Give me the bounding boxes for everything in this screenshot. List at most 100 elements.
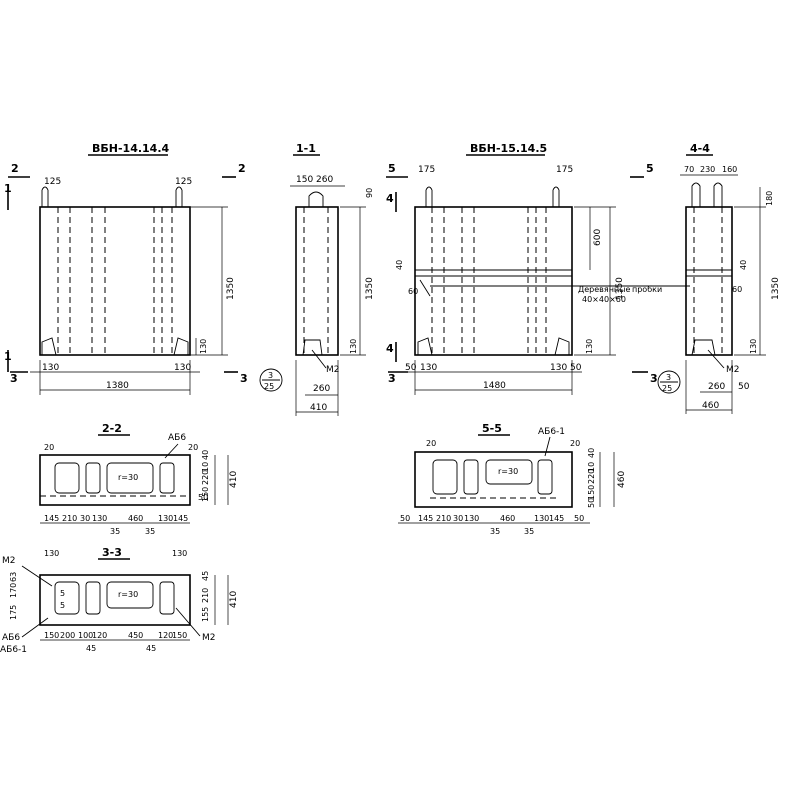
view-vbn-15-front: ВБН-15.14.5 175 175 5 5 4 4 3 3 600 bbox=[386, 142, 690, 395]
svg-text:230: 230 bbox=[700, 165, 715, 174]
svg-text:50: 50 bbox=[587, 498, 596, 508]
svg-text:45: 45 bbox=[86, 644, 96, 653]
svg-text:60: 60 bbox=[408, 287, 418, 296]
svg-text:20: 20 bbox=[570, 439, 580, 448]
svg-text:100: 100 bbox=[78, 631, 93, 640]
svg-text:40: 40 bbox=[739, 260, 748, 270]
svg-text:25: 25 bbox=[662, 384, 672, 393]
svg-text:20: 20 bbox=[188, 443, 198, 452]
svg-text:120: 120 bbox=[158, 631, 173, 640]
svg-text:130: 130 bbox=[464, 514, 479, 523]
svg-text:460: 460 bbox=[500, 514, 515, 523]
svg-text:220: 220 bbox=[587, 469, 596, 484]
svg-text:5-5: 5-5 bbox=[482, 422, 502, 435]
svg-text:150: 150 bbox=[201, 487, 210, 502]
svg-text:М2: М2 bbox=[726, 365, 740, 375]
svg-text:130: 130 bbox=[158, 514, 173, 523]
svg-text:50: 50 bbox=[574, 514, 584, 523]
svg-text:210: 210 bbox=[62, 514, 77, 523]
svg-text:1350: 1350 bbox=[771, 277, 781, 300]
svg-text:170: 170 bbox=[9, 583, 18, 598]
svg-text:АБ6-1: АБ6-1 bbox=[538, 427, 565, 437]
svg-text:5: 5 bbox=[646, 162, 654, 175]
svg-text:70: 70 bbox=[684, 165, 694, 174]
svg-text:35: 35 bbox=[490, 527, 500, 536]
svg-text:260: 260 bbox=[708, 382, 725, 392]
svg-text:М2: М2 bbox=[326, 365, 340, 375]
svg-text:130: 130 bbox=[420, 363, 437, 373]
svg-text:40×40×60: 40×40×60 bbox=[582, 295, 626, 304]
svg-text:r=30: r=30 bbox=[498, 467, 518, 476]
svg-text:1-1: 1-1 bbox=[296, 142, 316, 155]
svg-text:1380: 1380 bbox=[106, 381, 129, 391]
svg-text:130: 130 bbox=[42, 363, 59, 373]
svg-text:3: 3 bbox=[388, 372, 396, 385]
svg-text:155: 155 bbox=[201, 607, 210, 622]
svg-text:210: 210 bbox=[201, 588, 210, 603]
svg-text:4: 4 bbox=[386, 342, 394, 355]
section-3-3: 3-3 r=30 5 5 М2 М2 АБ6 АБ6-1 130 130 175… bbox=[0, 546, 239, 655]
svg-text:25: 25 bbox=[264, 382, 274, 391]
svg-text:5: 5 bbox=[388, 162, 396, 175]
svg-text:410: 410 bbox=[229, 591, 239, 608]
svg-text:10: 10 bbox=[201, 462, 210, 472]
svg-text:10: 10 bbox=[587, 462, 596, 472]
svg-text:r=30: r=30 bbox=[118, 473, 138, 482]
svg-text:50: 50 bbox=[400, 514, 410, 523]
svg-text:130: 130 bbox=[199, 339, 208, 354]
svg-text:М2: М2 bbox=[2, 556, 16, 566]
svg-text:175: 175 bbox=[418, 165, 435, 175]
block-outline bbox=[39, 206, 191, 356]
svg-text:130: 130 bbox=[749, 339, 758, 354]
svg-text:1350: 1350 bbox=[365, 277, 375, 300]
svg-text:460: 460 bbox=[128, 514, 143, 523]
svg-text:АБ6-1: АБ6-1 bbox=[0, 645, 27, 655]
view-vbn-14-front: ВБН-14.14.4 125 125 2 2 1 1 3 3 1350 bbox=[4, 142, 248, 395]
svg-text:120: 120 bbox=[92, 631, 107, 640]
svg-text:130: 130 bbox=[349, 339, 358, 354]
svg-text:3: 3 bbox=[666, 373, 671, 382]
svg-text:150: 150 bbox=[172, 631, 187, 640]
svg-text:460: 460 bbox=[617, 471, 627, 488]
svg-text:35: 35 bbox=[524, 527, 534, 536]
svg-text:35: 35 bbox=[145, 527, 155, 536]
svg-text:50: 50 bbox=[738, 382, 750, 392]
svg-text:145: 145 bbox=[418, 514, 433, 523]
svg-text:20: 20 bbox=[44, 443, 54, 452]
svg-text:410: 410 bbox=[310, 403, 327, 413]
svg-text:3: 3 bbox=[268, 371, 273, 380]
svg-text:30: 30 bbox=[453, 514, 463, 523]
svg-text:150: 150 bbox=[296, 175, 313, 185]
svg-text:4: 4 bbox=[386, 192, 394, 205]
svg-text:160: 160 bbox=[722, 165, 737, 174]
svg-text:150: 150 bbox=[587, 485, 596, 500]
section-4-4: 4-4 70 230 160 180 1350 40 60 130 М2 3 2… bbox=[657, 142, 781, 414]
svg-text:2-2: 2-2 bbox=[102, 422, 122, 435]
svg-text:260: 260 bbox=[316, 175, 333, 185]
svg-text:220: 220 bbox=[201, 470, 210, 485]
svg-text:r=30: r=30 bbox=[118, 590, 138, 599]
svg-text:600: 600 bbox=[593, 229, 603, 246]
section-1-1: 1-1 150 260 90 1350 130 М2 3 25 260 410 bbox=[259, 142, 375, 416]
svg-text:45: 45 bbox=[146, 644, 156, 653]
svg-text:М2: М2 bbox=[202, 633, 216, 643]
svg-text:3: 3 bbox=[650, 372, 658, 385]
svg-text:ВБН-15.14.5: ВБН-15.14.5 bbox=[470, 142, 547, 155]
svg-text:175: 175 bbox=[556, 165, 573, 175]
svg-text:5: 5 bbox=[60, 601, 65, 610]
svg-text:4-4: 4-4 bbox=[690, 142, 710, 155]
svg-text:145: 145 bbox=[549, 514, 564, 523]
svg-text:130: 130 bbox=[174, 363, 191, 373]
svg-text:125: 125 bbox=[44, 177, 61, 187]
svg-text:50: 50 bbox=[405, 363, 417, 373]
svg-text:460: 460 bbox=[702, 401, 719, 411]
svg-text:5: 5 bbox=[60, 589, 65, 598]
svg-text:20: 20 bbox=[426, 439, 436, 448]
svg-text:1: 1 bbox=[4, 182, 12, 195]
svg-text:200: 200 bbox=[60, 631, 75, 640]
svg-text:210: 210 bbox=[436, 514, 451, 523]
section-5-5: 5-5 r=30 20 20 АБ6-1 40 10 220 150 50 46… bbox=[398, 422, 627, 536]
svg-text:130: 130 bbox=[534, 514, 549, 523]
svg-text:130: 130 bbox=[550, 363, 567, 373]
